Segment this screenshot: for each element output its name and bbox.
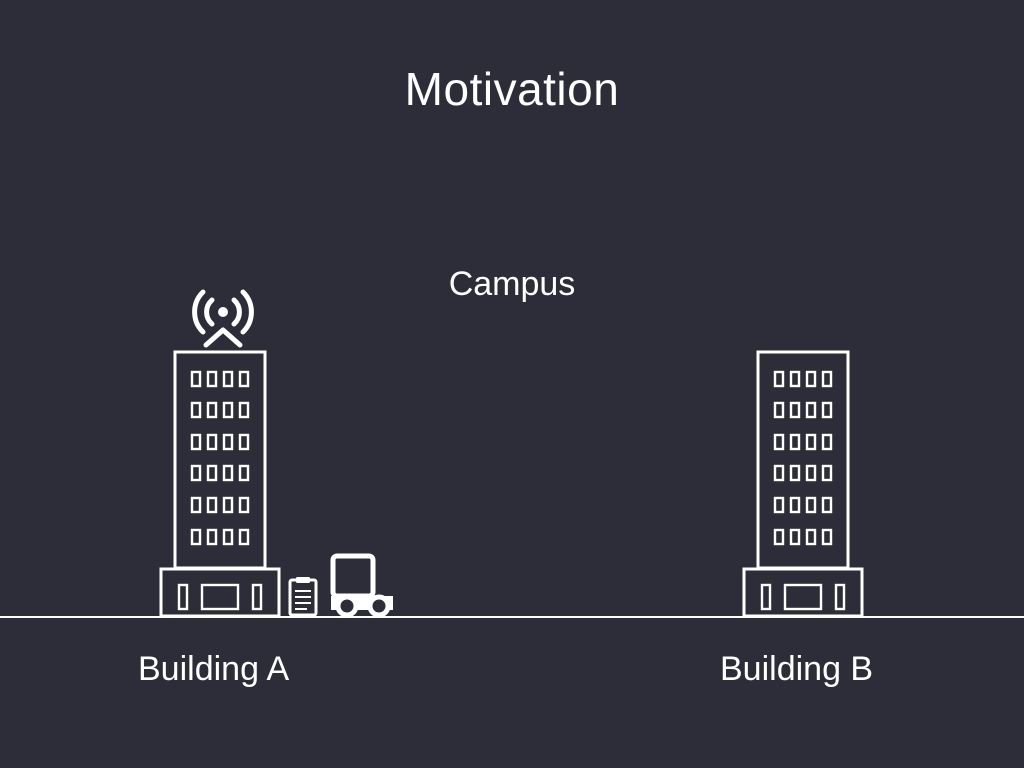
campus-label: Campus [448, 265, 576, 303]
clipboard-icon [288, 577, 318, 617]
building-a-icon [159, 350, 281, 618]
building-b-tower [756, 350, 850, 570]
slide-title: Motivation [404, 63, 620, 115]
building-b-label: Building B [720, 650, 874, 688]
truck-icon [330, 553, 393, 618]
antenna-icon [192, 289, 254, 348]
building-b-windows [773, 370, 833, 546]
building-b-base [742, 567, 864, 618]
building-a-label: Building A [138, 650, 290, 688]
building-b-icon [742, 350, 864, 618]
building-a-tower [173, 350, 267, 570]
building-a-base [159, 567, 281, 618]
building-a-windows [190, 370, 250, 546]
